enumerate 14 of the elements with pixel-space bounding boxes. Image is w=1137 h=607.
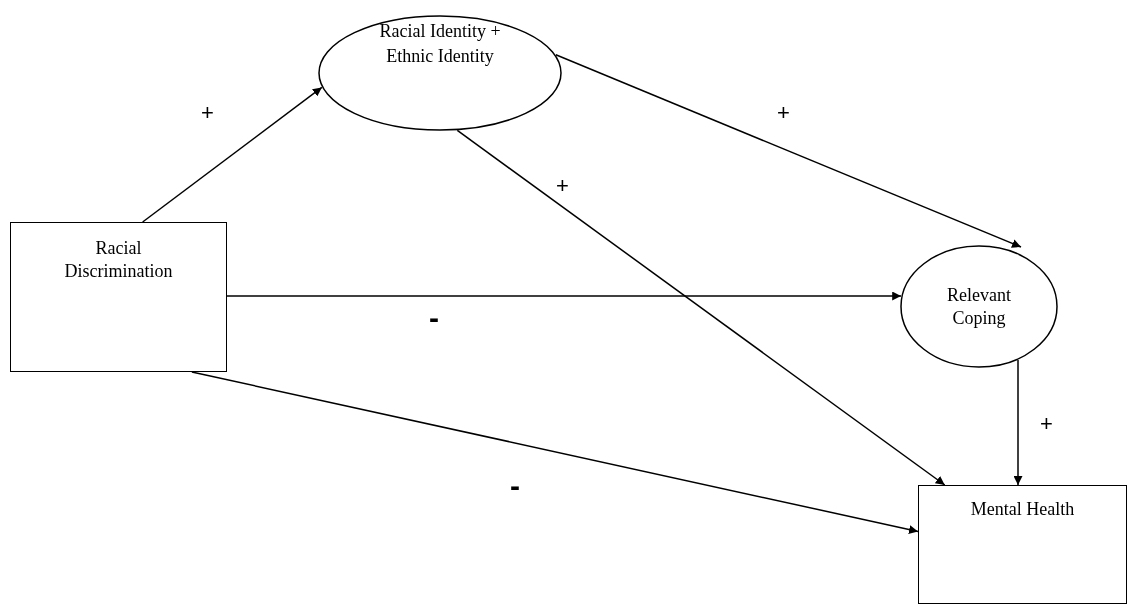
node-text: Mental Health xyxy=(970,498,1075,521)
node-text: Racial Discrimination xyxy=(63,237,174,282)
arrow xyxy=(226,291,902,301)
arrow xyxy=(555,54,1022,248)
variable-ellipse xyxy=(900,245,1058,368)
variable-ellipse xyxy=(318,15,562,131)
arrow xyxy=(141,86,323,223)
variable-box xyxy=(918,485,1127,604)
node-text: Relevant Coping xyxy=(946,284,1012,329)
arrow xyxy=(456,129,946,486)
arrow xyxy=(1013,359,1023,486)
variable-box xyxy=(10,222,227,372)
node-text: Racial Identity + Ethnic Identity xyxy=(378,20,502,69)
arrow xyxy=(191,371,919,534)
